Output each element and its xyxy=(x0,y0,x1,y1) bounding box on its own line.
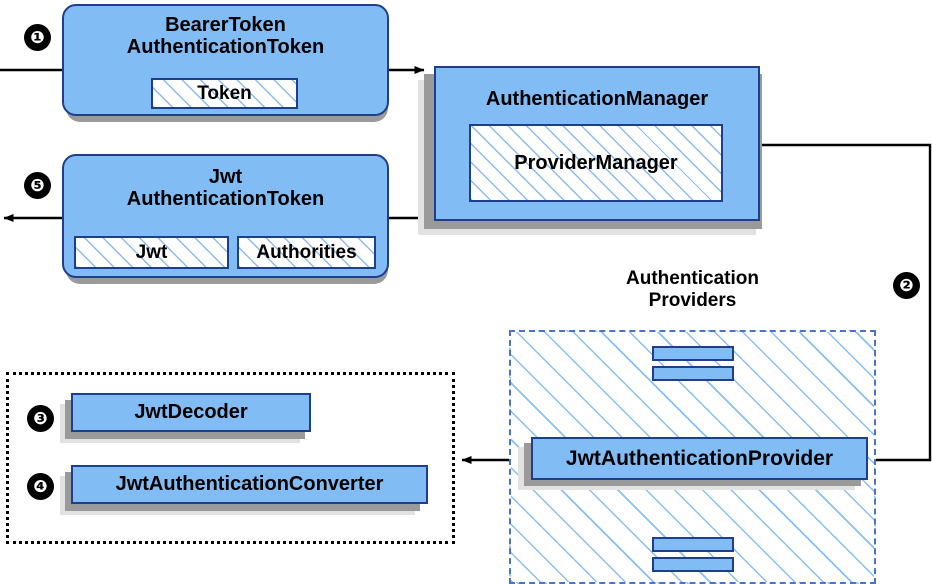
wire-manager-to-provider xyxy=(760,143,932,464)
authentication-manager-title: AuthenticationManager xyxy=(485,88,709,110)
bearer-token-slot-label: Token xyxy=(197,82,252,104)
provider-manager-label: ProviderManager xyxy=(514,151,678,174)
jwt-token-slot-jwt[interactable]: Jwt xyxy=(74,236,229,269)
step-badge-1-label: ❶ xyxy=(30,28,45,47)
jwt-token-slot-jwt-label: Jwt xyxy=(135,241,168,263)
bearer-token-slot[interactable]: Token xyxy=(151,78,298,109)
step-badge-3-label: ❸ xyxy=(33,409,48,428)
jwt-authentication-converter-label: JwtAuthenticationConverter xyxy=(115,473,384,496)
step-badge-1: ❶ xyxy=(24,24,51,51)
provider-stub-top-1 xyxy=(652,346,734,361)
jwt-decoder-node[interactable]: JwtDecoder xyxy=(71,393,311,432)
step-badge-5: ❺ xyxy=(24,172,51,199)
jwt-token-slot-authorities[interactable]: Authorities xyxy=(237,236,376,269)
providers-caption-line1: Authentication xyxy=(626,268,759,289)
jwt-support-group xyxy=(6,372,455,544)
providers-caption-line2: Providers xyxy=(648,289,737,311)
jwt-token-line1: Jwt xyxy=(208,166,243,188)
step-badge-2-label: ❷ xyxy=(899,276,914,295)
step-badge-3: ❸ xyxy=(27,405,54,432)
step-badge-4: ❹ xyxy=(27,473,54,500)
jwt-token-line2: AuthenticationToken xyxy=(126,188,325,211)
provider-stub-bottom-2 xyxy=(652,557,734,572)
bearer-token-line2: AuthenticationToken xyxy=(126,36,325,59)
step-badge-4-label: ❹ xyxy=(33,477,48,496)
provider-stub-bottom-1 xyxy=(652,537,734,552)
step-badge-5-label: ❺ xyxy=(30,176,45,195)
step-badge-2: ❷ xyxy=(893,272,920,299)
jwt-authentication-converter-node[interactable]: JwtAuthenticationConverter xyxy=(71,465,428,504)
jwt-decoder-label: JwtDecoder xyxy=(134,401,248,424)
jwt-authentication-provider-node[interactable]: JwtAuthenticationProvider xyxy=(531,437,868,480)
provider-manager-slot[interactable]: ProviderManager xyxy=(469,124,723,202)
provider-stub-top-2 xyxy=(652,366,734,381)
jwt-authentication-provider-label: JwtAuthenticationProvider xyxy=(565,446,834,470)
jwt-token-slot-authorities-label: Authorities xyxy=(256,241,357,263)
bearer-token-line1: BearerToken xyxy=(165,14,286,36)
authentication-providers-caption: Authentication Providers xyxy=(559,268,826,311)
